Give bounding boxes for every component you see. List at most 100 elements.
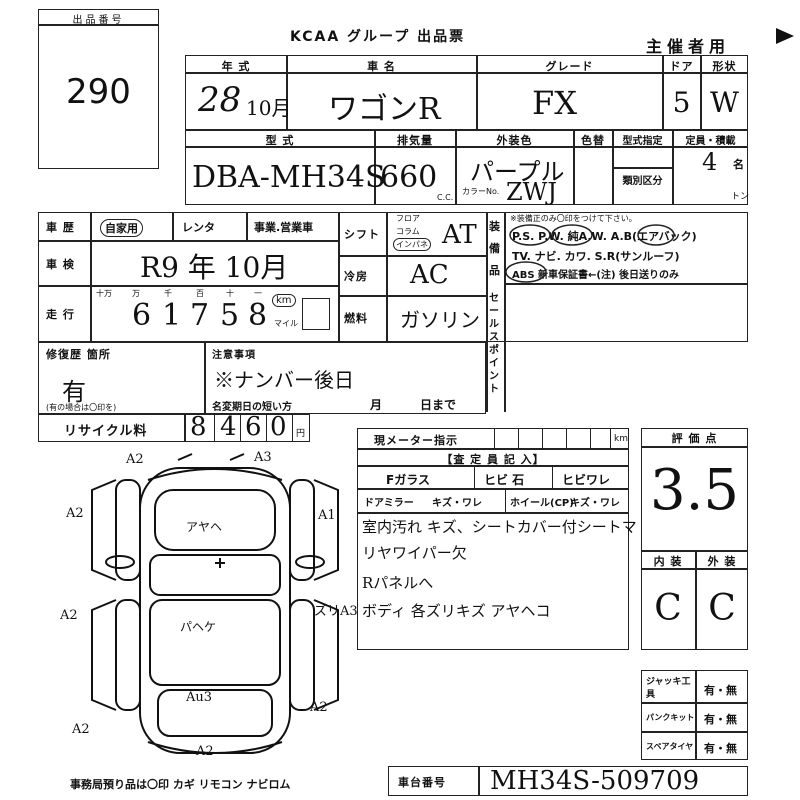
mileage-digit: 1 bbox=[162, 298, 182, 333]
color-no-label: カラーNo. bbox=[462, 187, 500, 196]
model-value: DBA-MH34S bbox=[192, 160, 386, 195]
exterior-grade: C bbox=[708, 588, 736, 629]
month-value: 10月 bbox=[246, 96, 292, 120]
mile-unit[interactable]: マイル bbox=[274, 319, 298, 328]
glass-chip-option[interactable]: ヒビ 石 bbox=[484, 473, 525, 487]
digit-label-10k: 万 bbox=[132, 289, 140, 298]
digit-label-1k: 千 bbox=[164, 289, 172, 298]
chassis-label: 車台番号 bbox=[398, 776, 446, 789]
equipment-line3[interactable]: ABS 新車保証書←(注) 後日送りのみ bbox=[512, 270, 680, 281]
km-unit[interactable]: km bbox=[272, 294, 296, 307]
damage-mark: ズリA3 bbox=[314, 604, 358, 619]
inspector-line: 室内汚れ キズ、シートカバー付シートマ bbox=[362, 518, 637, 536]
notes-value: ※ナンバー後日 bbox=[214, 368, 354, 392]
recycle-digit: 8 bbox=[190, 412, 207, 442]
recycle-block bbox=[38, 414, 310, 442]
lot-label: 出品番号 bbox=[72, 15, 125, 26]
door-label: ドア bbox=[669, 60, 694, 73]
recycle-digit: 6 bbox=[245, 412, 262, 442]
damage-mark: A2 bbox=[310, 700, 328, 715]
cc-unit: C.C. bbox=[437, 193, 454, 202]
shape-value: W bbox=[710, 86, 739, 119]
name-change-label: 名変期日の短い方 bbox=[212, 402, 292, 413]
capacity-label: 定員・積載 bbox=[685, 136, 736, 147]
damage-mark: パヘケ bbox=[180, 620, 217, 634]
history-option-private[interactable]: 自家用 bbox=[100, 219, 143, 237]
category-label: 類別区分 bbox=[622, 176, 663, 187]
equipment-line2[interactable]: TV. ナビ. カワ. S.R(サンルーフ) bbox=[512, 250, 680, 263]
history-block bbox=[38, 212, 748, 342]
mileage-digit: 6 bbox=[132, 298, 152, 333]
sales-point-label: セールスポイント bbox=[489, 293, 500, 395]
equipment-line1[interactable]: P.S. P.W. 純A.W. A.B(エアバック) bbox=[512, 230, 697, 243]
mileage-digit: 5 bbox=[220, 298, 240, 333]
interior-label: 内 装 bbox=[653, 555, 683, 568]
repair-block bbox=[38, 342, 486, 414]
puncture-kit-label: パンクキット bbox=[646, 713, 695, 722]
damage-mark: A2 bbox=[126, 452, 144, 467]
wheel-damage-option[interactable]: キズ・ワレ bbox=[570, 498, 620, 509]
car-diagram bbox=[91, 453, 339, 754]
damage-mark: A3 bbox=[254, 450, 272, 465]
score-value: 3.5 bbox=[649, 458, 740, 523]
shift-option-panel[interactable]: インパネ bbox=[393, 238, 431, 251]
inspector-label: 【査 定 員 記 入】 bbox=[441, 453, 545, 466]
history-option-rental[interactable]: レンタ bbox=[182, 221, 215, 234]
damage-mark: A1 bbox=[318, 508, 336, 523]
shift-option-floor[interactable]: フロア bbox=[396, 214, 420, 223]
meter-label: 現メーター指示 bbox=[374, 434, 458, 447]
color-value: パープル bbox=[470, 158, 565, 186]
damage-mark: A2 bbox=[72, 722, 90, 737]
name-change-month: 月 bbox=[370, 398, 384, 412]
mirror-damage-option[interactable]: キズ・ワレ bbox=[432, 498, 482, 509]
fuel-label: 燃料 bbox=[344, 312, 368, 325]
inspector-line: リヤワイパー欠 bbox=[362, 544, 467, 562]
recycle-label: リサイクル料 bbox=[64, 424, 148, 439]
chassis-block bbox=[388, 766, 748, 796]
header-title: KCAA グループ 出品票 bbox=[290, 29, 466, 45]
car-name-value: ワゴンR bbox=[328, 92, 441, 127]
shift-option-column[interactable]: コラム bbox=[396, 227, 420, 236]
mileage-extra-box bbox=[302, 298, 330, 330]
score-block bbox=[641, 428, 748, 650]
year-label: 年 式 bbox=[221, 60, 251, 73]
inspection-label: 車 検 bbox=[46, 258, 75, 271]
ac-value: AC bbox=[410, 260, 449, 290]
chassis-value: MH34S-509709 bbox=[490, 766, 700, 796]
glass-label: Fガラス bbox=[386, 473, 430, 487]
jack-option[interactable]: 有・無 bbox=[704, 684, 737, 697]
ac-label: 冷房 bbox=[344, 270, 368, 283]
color-label: 外装色 bbox=[496, 134, 533, 147]
exterior-label: 外 装 bbox=[707, 555, 737, 568]
office-items: 事務局預り品は〇印 カギ リモコン ナビロム bbox=[70, 778, 291, 791]
recycle-digit: 0 bbox=[270, 412, 287, 442]
grade-value: FX bbox=[532, 84, 577, 122]
repair-note: (有の場合は〇印を) bbox=[46, 403, 117, 412]
color-no-value: ZWJ bbox=[506, 178, 557, 206]
damage-mark: アヤヘ bbox=[186, 520, 223, 534]
grade-label: グレード bbox=[545, 60, 594, 73]
mileage-label: 走 行 bbox=[46, 308, 75, 321]
mirror-label: ドアミラー bbox=[364, 498, 414, 509]
inspector-block bbox=[357, 428, 629, 650]
digit-label-100: 百 bbox=[196, 289, 204, 298]
digit-label-1: 一 bbox=[254, 289, 262, 298]
name-change-day: 日まで bbox=[420, 398, 457, 412]
tools-block bbox=[641, 670, 748, 760]
capacity-value: 4 bbox=[702, 148, 718, 176]
lot-number: 290 bbox=[66, 72, 131, 112]
spare-option[interactable]: 有・無 bbox=[704, 742, 737, 755]
corner-arrow-icon bbox=[776, 28, 794, 44]
name-label: 車 名 bbox=[367, 60, 396, 73]
digit-label-10: 十 bbox=[226, 289, 234, 298]
history-option-commercial[interactable]: 事業.営業車 bbox=[254, 221, 314, 234]
puncture-option[interactable]: 有・無 bbox=[704, 713, 737, 726]
damage-mark: A2 bbox=[196, 744, 214, 759]
mileage-digit: 8 bbox=[248, 298, 268, 333]
notes-label: 注意事項 bbox=[212, 350, 256, 361]
interior-grade: C bbox=[654, 588, 682, 629]
glass-crack-option[interactable]: ヒビワレ bbox=[562, 473, 611, 487]
displacement-label: 排気量 bbox=[397, 134, 433, 147]
lot-box bbox=[38, 9, 159, 169]
fuel-value: ガソリン bbox=[400, 308, 480, 332]
